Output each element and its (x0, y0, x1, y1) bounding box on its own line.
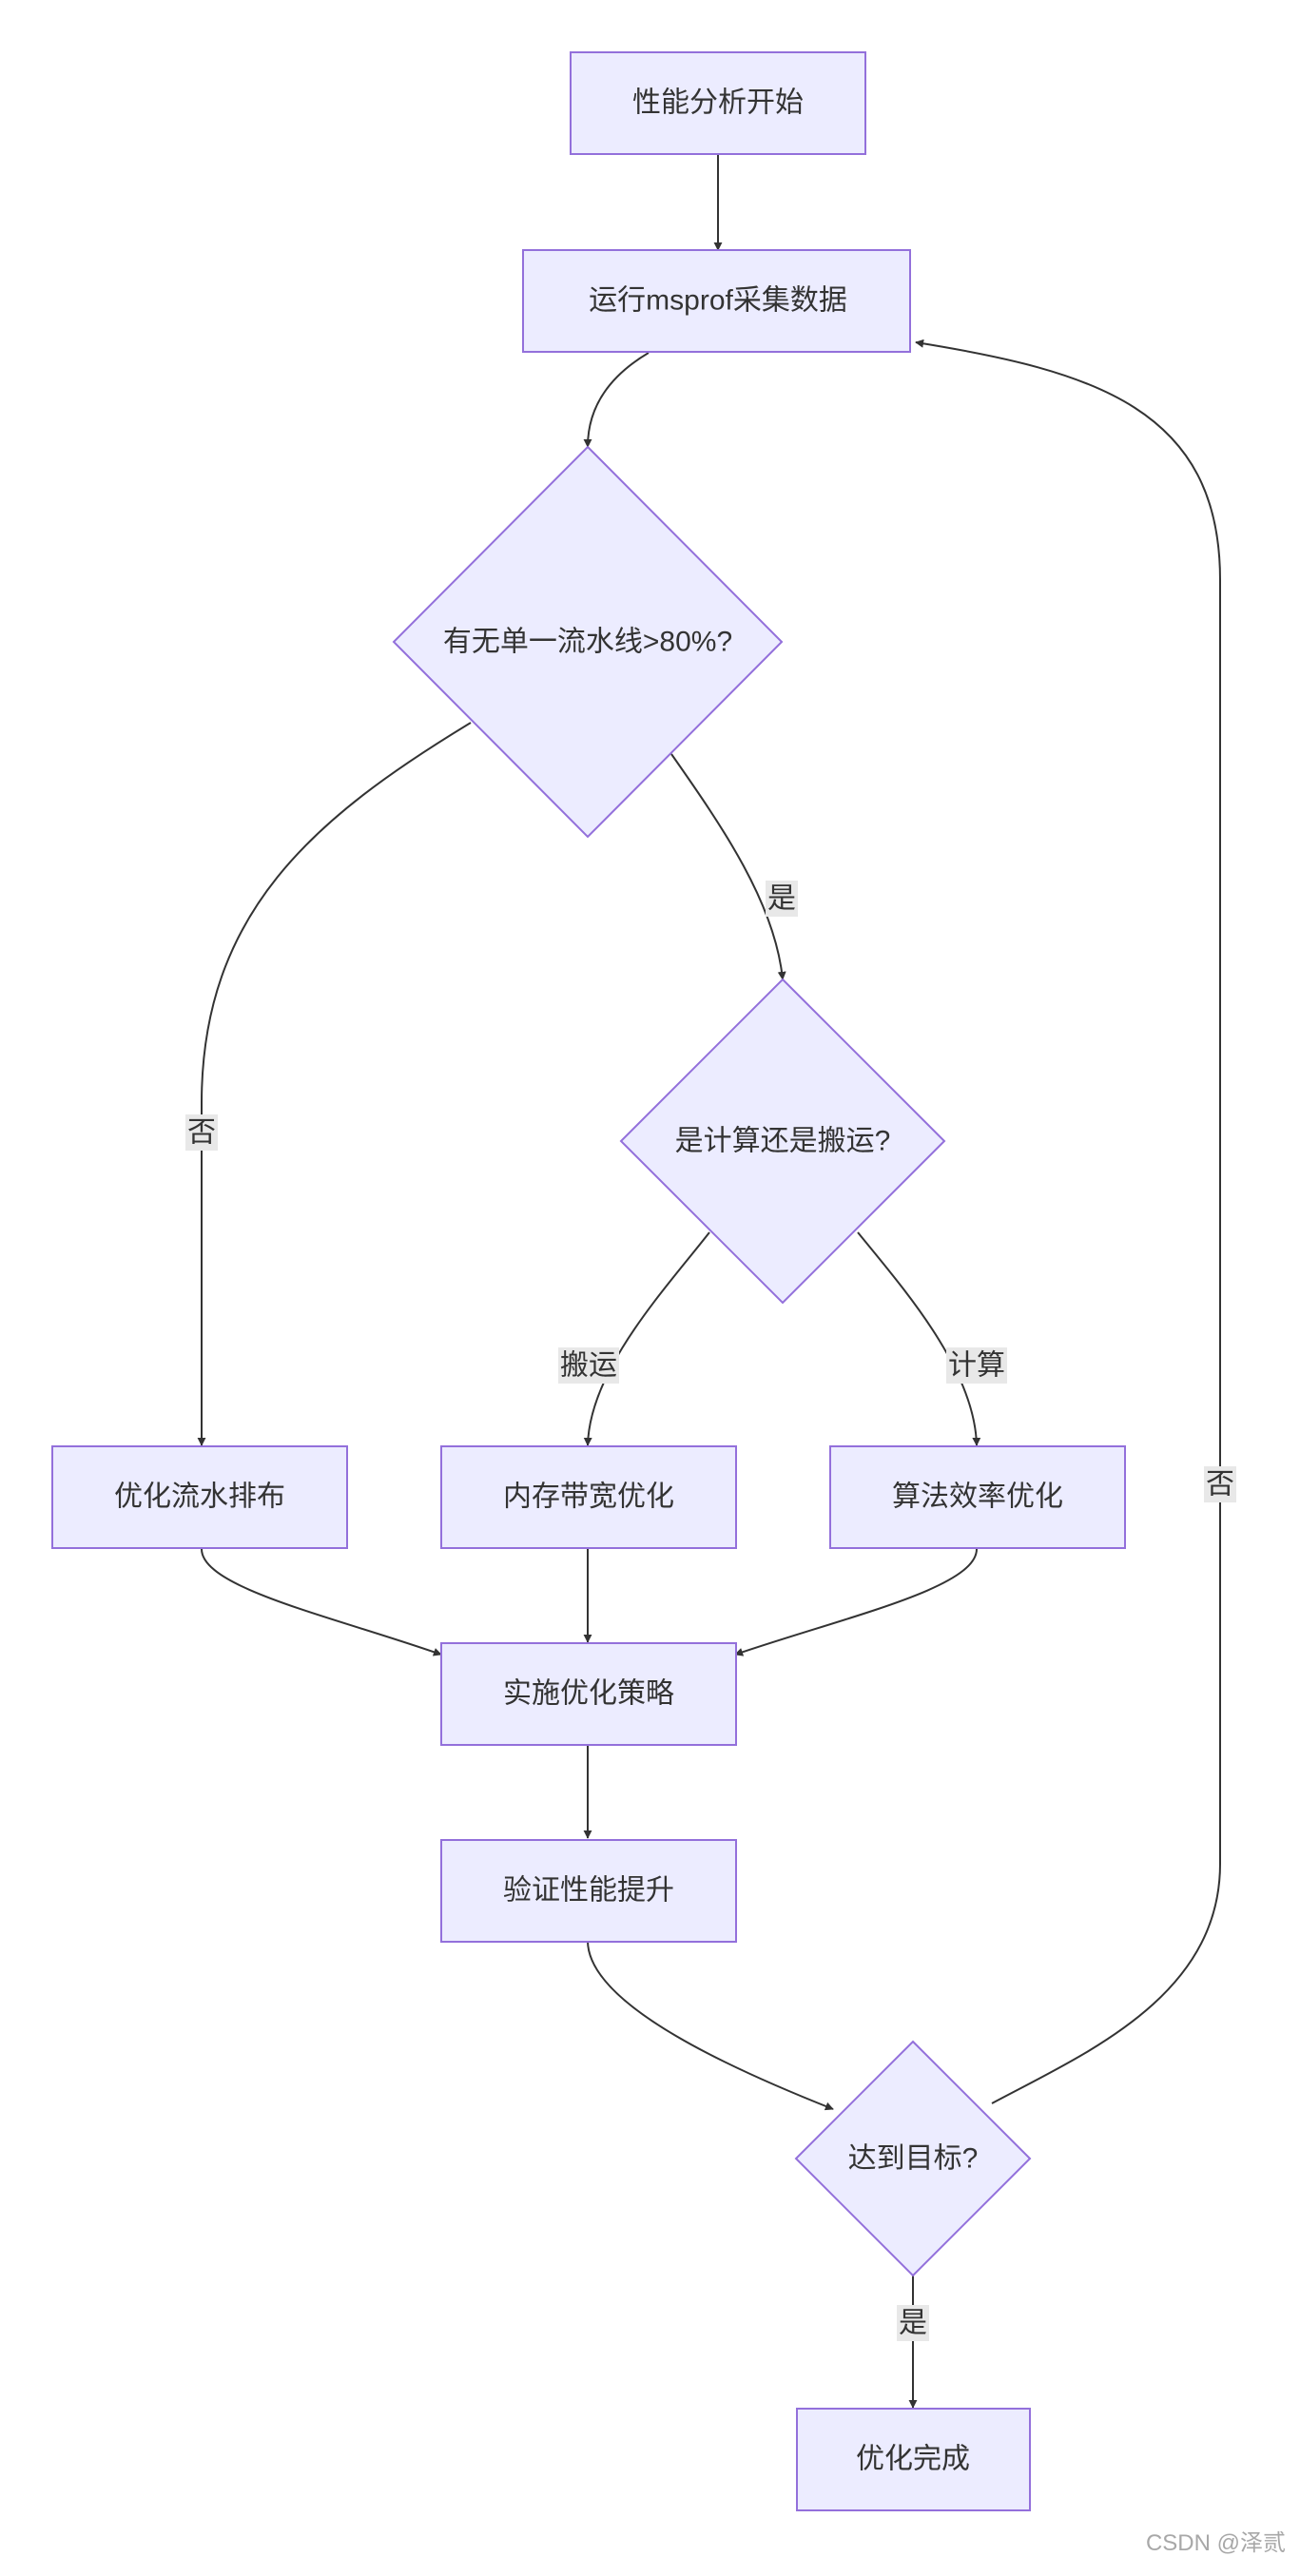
edge-compute-or-move-to-mem-bandwidth (583, 1231, 710, 1446)
edge-label-no-1: 否 (185, 1114, 218, 1151)
edge-collect-to-single-pipeline (583, 352, 650, 448)
edge-verify-to-goal (587, 1940, 834, 2111)
node-opt-pipeline-label: 优化流水排布 (114, 1482, 285, 1513)
edge-single-pipeline-yes-to-compute-or-move (670, 753, 786, 980)
edges (197, 154, 1221, 2409)
edge-goal-no-to-collect (915, 339, 1221, 2104)
edge-label-move-text: 搬运 (560, 1350, 617, 1382)
edge-single-pipeline-no-to-opt-pipeline (197, 722, 472, 1446)
node-start-label: 性能分析开始 (632, 87, 804, 119)
node-verify-label: 验证性能提升 (503, 1875, 674, 1907)
node-compute-or-move-label: 是计算还是搬运? (675, 1126, 891, 1157)
node-mem-bandwidth-label: 内存带宽优化 (503, 1482, 674, 1513)
edge-algo-efficiency-to-apply (734, 1548, 978, 1656)
node-goal-decision: 达到目标? (794, 2040, 1032, 2277)
node-start: 性能分析开始 (570, 51, 866, 155)
edge-label-yes-1: 是 (766, 881, 798, 917)
nodes: 性能分析开始 运行msprof采集数据 有无单一流水线>80%? 是计算还是搬运… (51, 51, 1126, 2511)
edge-opt-pipeline-to-apply (201, 1548, 442, 1656)
edge-label-compute: 计算 (946, 1347, 1007, 1384)
edge-label-compute-text: 计算 (948, 1350, 1005, 1382)
node-done-label: 优化完成 (856, 2444, 970, 2475)
node-algo-efficiency-label: 算法效率优化 (892, 1482, 1063, 1513)
node-single-pipeline-label: 有无单一流水线>80%? (443, 627, 732, 658)
node-collect-label: 运行msprof采集数据 (589, 285, 847, 317)
edge-labels: 是 否 搬运 计算 否 是 (185, 881, 1236, 2341)
node-apply-strategy: 实施优化策略 (440, 1642, 737, 1746)
edge-label-no-1-text: 否 (187, 1117, 216, 1149)
edge-label-yes-2: 是 (897, 2305, 929, 2341)
node-collect: 运行msprof采集数据 (522, 249, 911, 353)
watermark: CSDN @泽贰 (1146, 2530, 1286, 2556)
node-single-pipeline-decision: 有无单一流水线>80%? (392, 445, 784, 839)
edge-label-yes-2-text: 是 (899, 2308, 927, 2339)
node-goal-label: 达到目标? (848, 2143, 979, 2175)
edge-label-move: 搬运 (558, 1347, 619, 1384)
edge-label-no-2: 否 (1204, 1466, 1236, 1502)
edge-label-yes-1-text: 是 (767, 883, 796, 915)
node-algo-efficiency: 算法效率优化 (829, 1445, 1126, 1549)
node-verify: 验证性能提升 (440, 1839, 737, 1943)
node-apply-strategy-label: 实施优化策略 (503, 1678, 674, 1710)
node-opt-pipeline: 优化流水排布 (51, 1445, 348, 1549)
node-mem-bandwidth: 内存带宽优化 (440, 1445, 737, 1549)
edge-label-no-2-text: 否 (1206, 1469, 1234, 1501)
node-done: 优化完成 (796, 2408, 1031, 2511)
edge-compute-or-move-to-algo-efficiency (857, 1231, 981, 1446)
node-compute-or-move-decision: 是计算还是搬运? (619, 978, 946, 1305)
